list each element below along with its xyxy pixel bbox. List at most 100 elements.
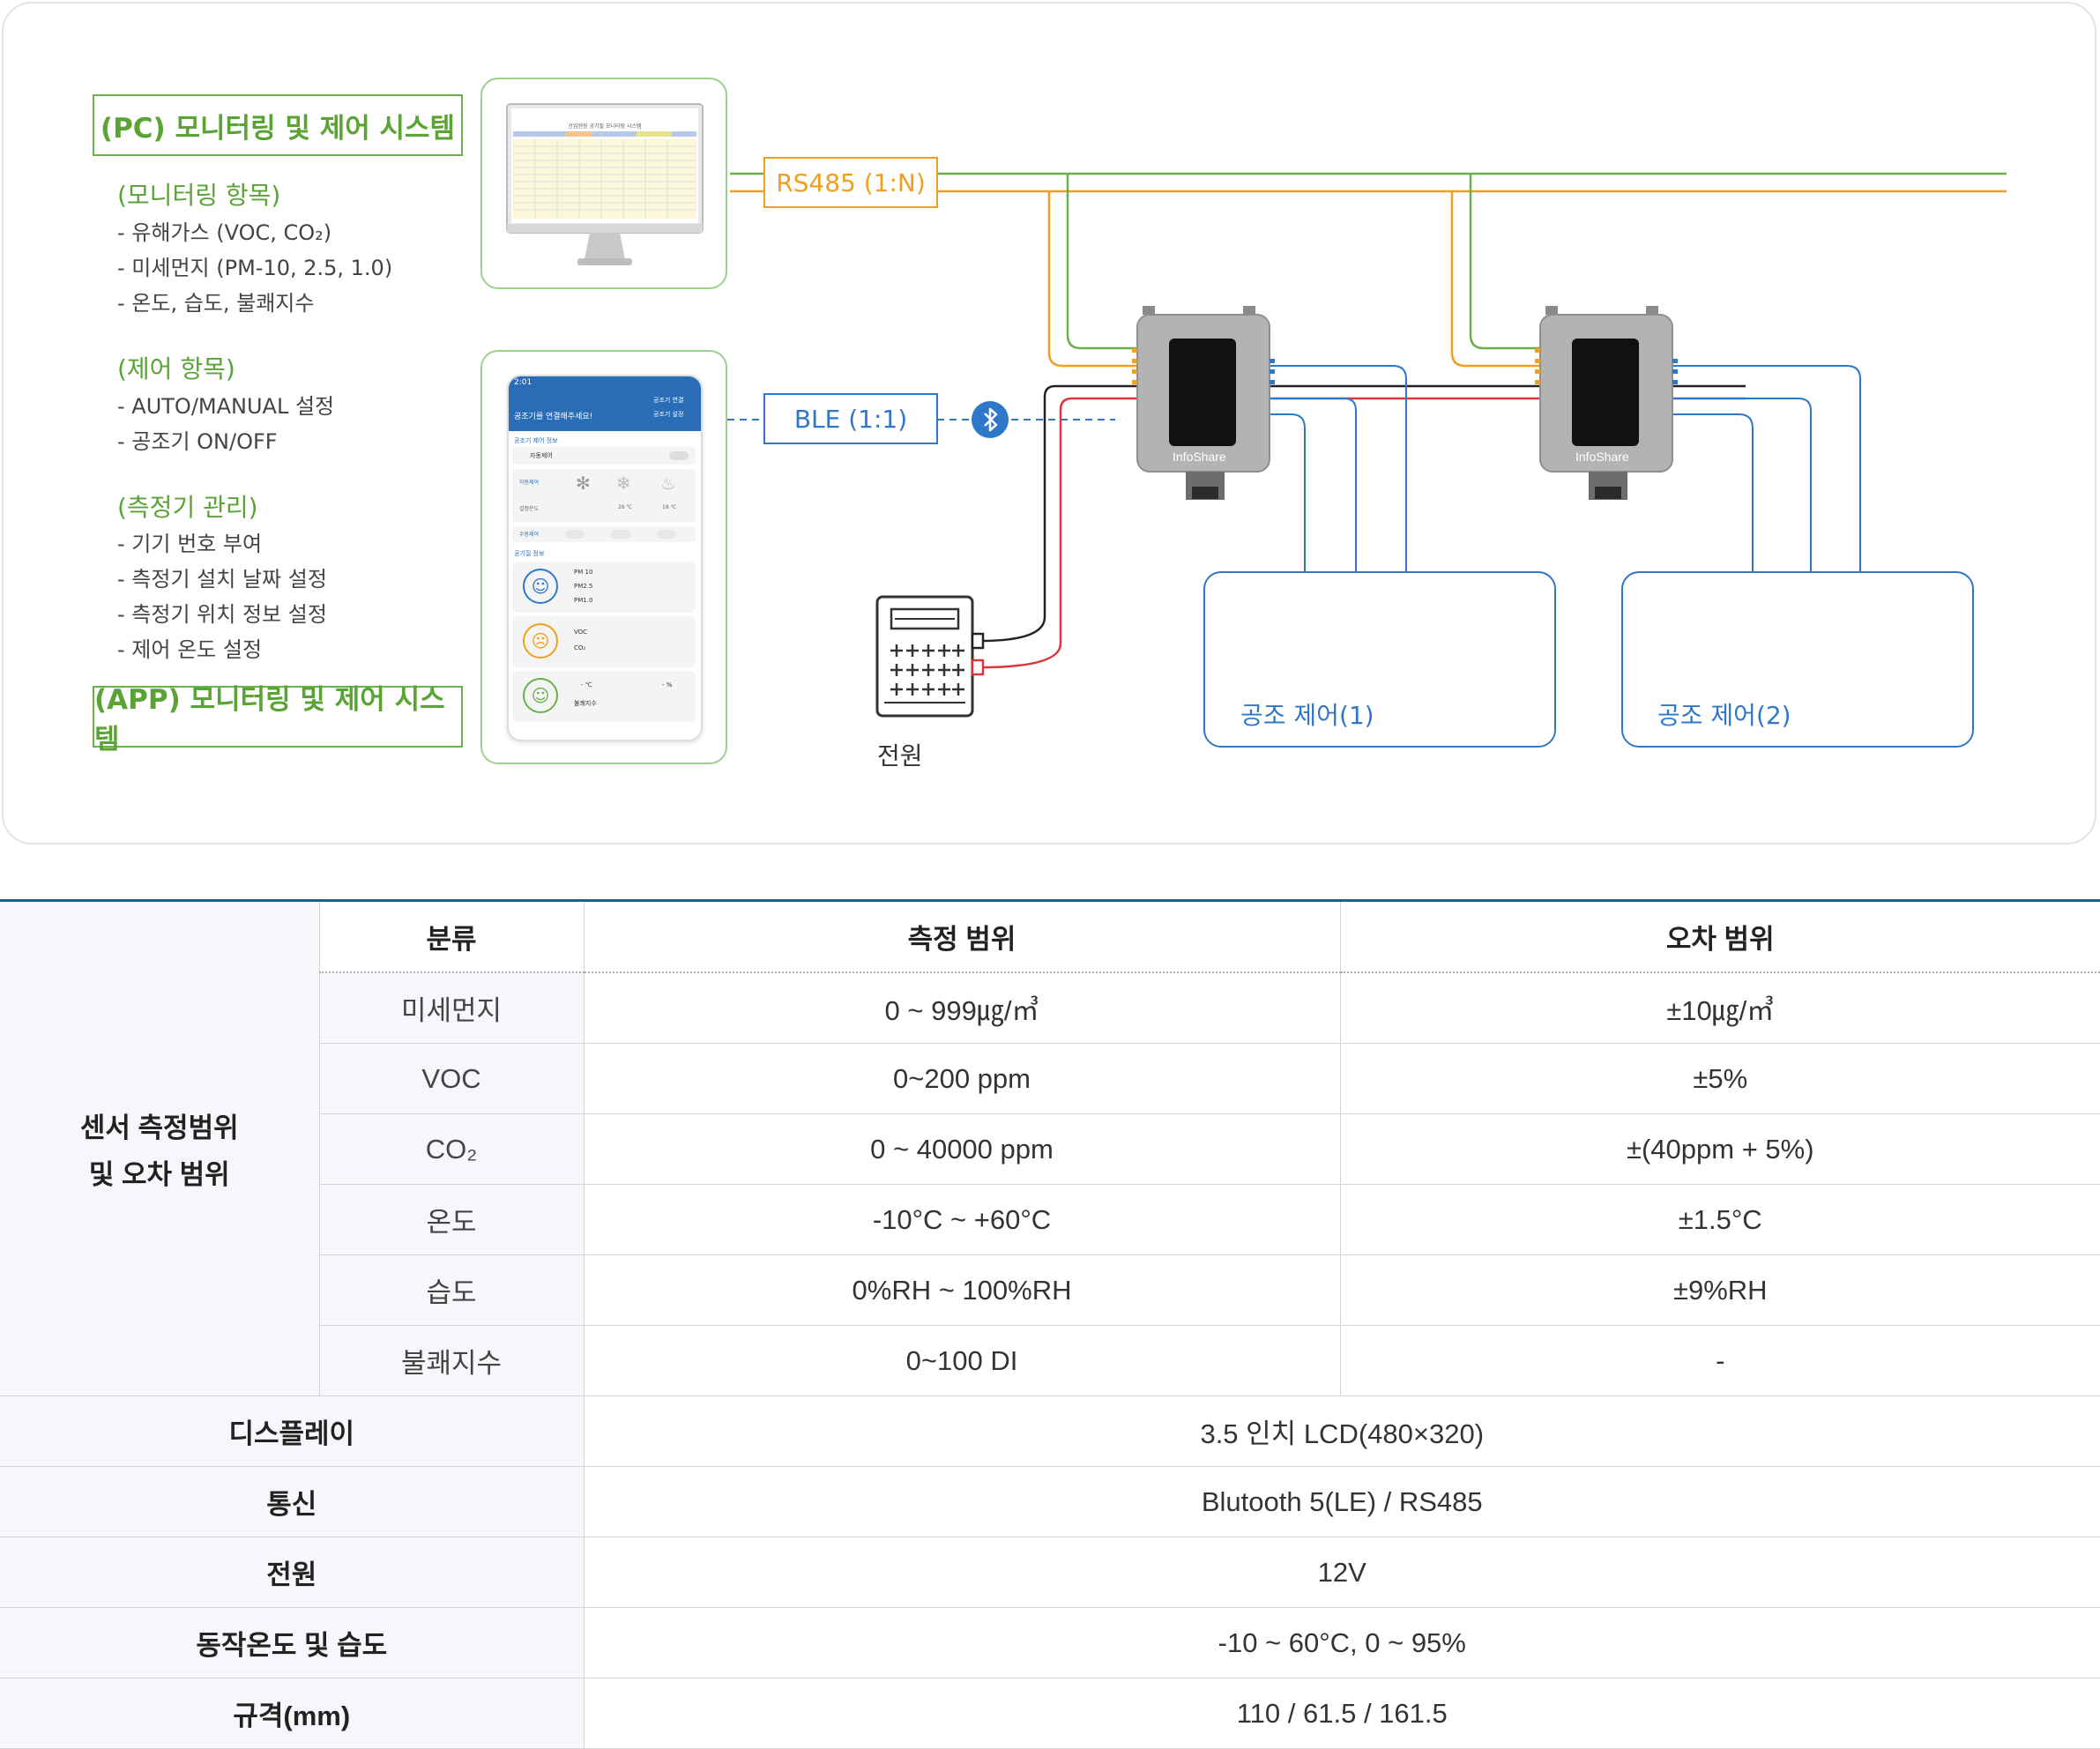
control-item: - 공조기 ON/OFF — [117, 429, 278, 454]
settings-link[interactable]: 공조기 설정 — [653, 411, 684, 418]
monitor-item: - 유해가스 (VOC, CO₂) — [117, 220, 332, 245]
blue-wire-1a — [1270, 365, 1407, 575]
phone-screen: 2:01 공조기를 연결해주세요! 공조기 연결 공조기 설정 공조기 제어 정… — [507, 375, 703, 741]
sensor-error: - — [1339, 1325, 2100, 1396]
spec-name: 동작온도 및 습도 — [0, 1607, 585, 1678]
blue-wire-1c — [1270, 413, 1306, 575]
humidity-value: - % — [662, 681, 673, 688]
sensor-range: 0 ~ 40000 ppm — [583, 1113, 1341, 1185]
phone-banner: 공조기를 연결해주세요! — [514, 413, 593, 421]
manage-item: - 기기 번호 부여 — [117, 532, 263, 556]
section-control: 공조기 제어 정보 — [514, 437, 558, 444]
gas-card: ☹ VOC CO₂ — [512, 616, 696, 667]
temp-a: 26 ℃ — [618, 504, 633, 510]
drop-green-2 — [1469, 174, 1541, 350]
pc-monitor-icon: 산업현장 공기질 모니터링 시스템 — [506, 103, 704, 265]
spec-table: 센서 측정범위 및 오차 범위 분류 측정 범위 오차 범위 미세먼지 0 ~ … — [0, 899, 2100, 1749]
spec-name: 통신 — [0, 1466, 585, 1537]
auto-control-panel: 자동제어 설정온도 ✻ ❄ ♨ 26 ℃ 18 ℃ — [512, 469, 696, 522]
snowflake-icon[interactable]: ❄ — [616, 473, 631, 494]
section-air: 공기질 정보 — [514, 550, 545, 557]
auto-control-label: 자동제어 — [530, 452, 553, 459]
sensor-error: ±10㎍/㎥ — [1339, 971, 2100, 1044]
device-brand-1: InfoShare — [1173, 450, 1226, 464]
spec-value: 12V — [583, 1537, 2100, 1608]
header-error: 오차 범위 — [1340, 900, 2100, 973]
drop-orange-2 — [1450, 191, 1541, 368]
pc-system-title: (PC) 모니터링 및 제어 시스템 — [93, 94, 463, 156]
control-item: - AUTO/MANUAL 설정 — [117, 394, 335, 419]
sensor-range: 0%RH ~ 100%RH — [583, 1254, 1341, 1326]
table-row: CO₂ 0 ~ 40000 ppm ±(40ppm + 5%) — [0, 1113, 2100, 1185]
co2-label: CO₂ — [574, 644, 586, 651]
blue-wire-2b — [1671, 398, 1812, 575]
hvac-group-2-label: 공조 제어(2) — [1657, 701, 1791, 730]
control-items: - AUTO/MANUAL 설정 - 공조기 ON/OFF — [117, 389, 334, 459]
hvac-group-1 — [1203, 571, 1556, 748]
manage-item: - 측정기 설치 날짜 설정 — [117, 567, 327, 592]
pm10-label: PM 10 — [574, 569, 593, 576]
table-row: 통신 Blutooth 5(LE) / RS485 — [0, 1466, 2100, 1537]
table-row: 불쾌지수 0~100 DI - — [0, 1325, 2100, 1396]
manual-toggle-1[interactable] — [565, 530, 585, 539]
sensor-group-cell: 센서 측정범위 및 오차 범위 — [0, 900, 320, 1396]
blue-wire-2a — [1671, 365, 1861, 575]
sensor-name: 온도 — [318, 1184, 585, 1255]
header-range: 측정 범위 — [584, 900, 1341, 973]
ble-tag: BLE (1:1) — [763, 393, 938, 444]
phone-time: 2:01 — [514, 378, 532, 387]
di-label: 불쾌지수 — [574, 700, 597, 707]
table-row: 규격(mm) 110 / 61.5 / 161.5 — [0, 1678, 2100, 1749]
set-temp-label: 설정온도 — [519, 506, 540, 512]
manual-control-row[interactable]: 수동제어 — [512, 526, 696, 542]
table-row: 전원 12V — [0, 1537, 2100, 1608]
sensor-range: 0~200 ppm — [583, 1043, 1341, 1114]
flame-icon[interactable]: ♨ — [660, 473, 676, 494]
manual-toggle-2[interactable] — [611, 530, 630, 539]
phone-header — [509, 376, 701, 431]
power-supply-icon — [875, 595, 985, 718]
sensor-device-1: InfoShare — [1132, 306, 1275, 500]
power-label: 전원 — [877, 741, 923, 770]
table-row: 온도 -10°C ~ +60°C ±1.5°C — [0, 1184, 2100, 1255]
app-system-title: (APP) 모니터링 및 제어 시스템 — [93, 684, 463, 755]
spec-value: -10 ~ 60°C, 0 ~ 95% — [583, 1607, 2100, 1678]
temp-b: 18 ℃ — [662, 504, 677, 510]
monitor-items: - 유해가스 (VOC, CO₂) - 미세먼지 (PM-10, 2.5, 1.… — [117, 215, 392, 321]
pc-screen-title: 산업현장 공기질 모니터링 시스템 — [568, 123, 641, 130]
table-row: 디스플레이 3.5 인치 LCD(480×320) — [0, 1395, 2100, 1467]
spec-name: 전원 — [0, 1537, 585, 1608]
manage-items: - 기기 번호 부여 - 측정기 설치 날짜 설정 - 측정기 위치 정보 설정… — [117, 526, 327, 667]
table-row: 동작온도 및 습도 -10 ~ 60°C, 0 ~ 95% — [0, 1607, 2100, 1678]
hvac-group-1-label: 공조 제어(1) — [1240, 701, 1374, 730]
device-brand-2: InfoShare — [1575, 450, 1629, 464]
manual-toggle-3[interactable] — [657, 530, 676, 539]
sensor-name: VOC — [318, 1043, 585, 1114]
auto-toggle[interactable] — [669, 451, 689, 460]
pm1-label: PM1.0 — [574, 597, 593, 604]
comfort-card: ☺ - ℃ - % 불쾌지수 — [512, 671, 696, 722]
monitor-item: - 온도, 습도, 불쾌지수 — [117, 291, 315, 316]
monitor-item: - 미세먼지 (PM-10, 2.5, 1.0) — [117, 256, 393, 280]
temp-value: - ℃ — [581, 681, 592, 688]
auto-control-row[interactable]: 자동제어 — [512, 447, 696, 465]
spec-value: 3.5 인치 LCD(480×320) — [583, 1395, 2100, 1467]
sensor-group-line: 및 오차 범위 — [88, 1159, 230, 1190]
fan-icon[interactable]: ✻ — [576, 473, 591, 494]
table-row: 습도 0%RH ~ 100%RH ±9%RH — [0, 1254, 2100, 1326]
spec-value: Blutooth 5(LE) / RS485 — [583, 1466, 2100, 1537]
sensor-name: CO₂ — [318, 1113, 585, 1185]
warning-face-icon: ☹ — [523, 623, 558, 659]
connect-link[interactable]: 공조기 연결 — [653, 397, 684, 404]
sensor-error: ±1.5°C — [1339, 1184, 2100, 1255]
rs485-tag: RS485 (1:N) — [763, 157, 938, 208]
drop-green-1 — [1066, 174, 1139, 350]
voc-label: VOC — [574, 629, 588, 636]
manage-item: - 측정기 위치 정보 설정 — [117, 602, 327, 627]
sensor-error: ±(40ppm + 5%) — [1339, 1113, 2100, 1185]
sensor-error: ±9%RH — [1339, 1254, 2100, 1326]
sensor-name: 불쾌지수 — [318, 1325, 585, 1396]
manage-heading: (측정기 관리) — [117, 493, 258, 522]
manual-row-label: 수동제어 — [519, 532, 540, 538]
sensor-range: 0 ~ 999㎍/㎥ — [583, 971, 1341, 1044]
